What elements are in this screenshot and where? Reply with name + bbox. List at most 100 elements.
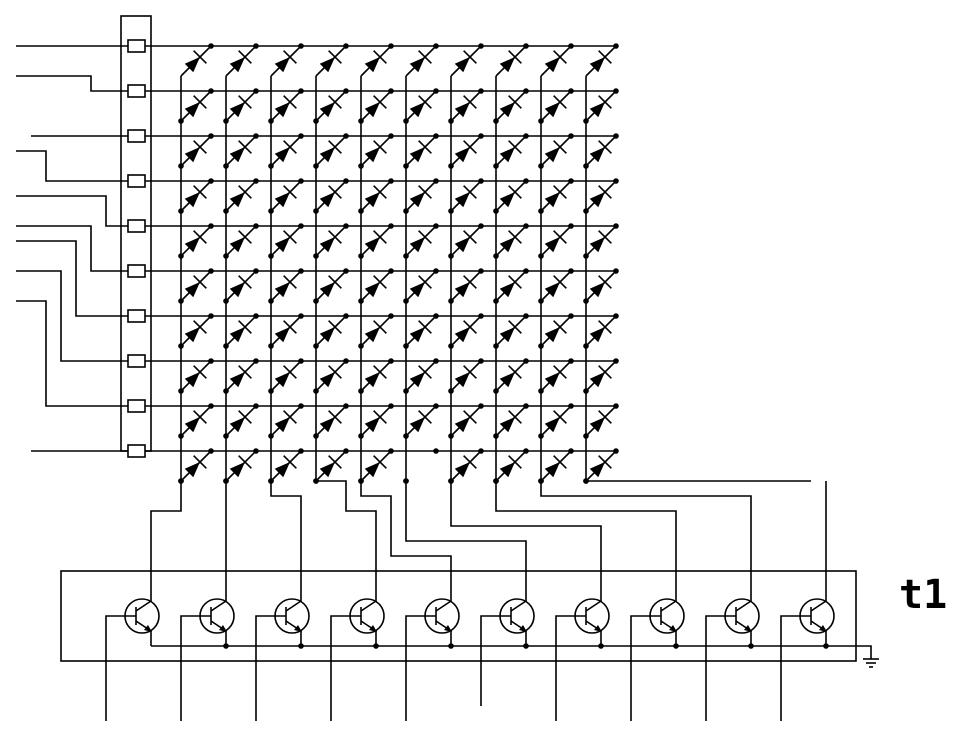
diode-bar	[373, 230, 387, 244]
emitter-arrow-icon	[744, 625, 752, 632]
connector-block	[120, 15, 152, 452]
npn-transistor	[555, 598, 610, 721]
diode-triangle	[499, 147, 515, 163]
led-diode	[315, 178, 349, 212]
diode-bar	[463, 50, 477, 64]
led-diode	[225, 43, 259, 77]
led-diode	[270, 223, 304, 257]
diode-triangle	[364, 57, 380, 73]
diode-triangle	[364, 237, 380, 253]
junction-dot	[568, 43, 574, 49]
diode-bar	[238, 410, 252, 424]
emitter-arrow-icon	[294, 625, 302, 632]
junction-dot	[478, 358, 484, 364]
diode-triangle	[364, 147, 380, 163]
resistor	[127, 399, 146, 413]
junction-dot	[523, 88, 529, 94]
junction-dot	[613, 313, 619, 319]
diode-bar	[553, 230, 567, 244]
diode-triangle	[544, 282, 560, 298]
diode-triangle	[544, 462, 560, 478]
diode-bar	[418, 140, 432, 154]
diode-triangle	[184, 192, 200, 208]
led-diode	[495, 43, 529, 77]
diode-bar	[373, 140, 387, 154]
led-diode	[315, 88, 349, 122]
npn-transistor	[480, 598, 535, 706]
led-diode	[225, 178, 259, 212]
diode-triangle	[409, 57, 425, 73]
input-wire	[16, 225, 128, 272]
led-diode	[360, 223, 394, 257]
junction-dot	[433, 223, 439, 229]
column-route	[360, 481, 452, 600]
led-diode	[585, 403, 619, 437]
led-diode	[270, 178, 304, 212]
junction-dot	[433, 268, 439, 274]
junction-dot	[433, 88, 439, 94]
diode-triangle	[274, 462, 290, 478]
junction-dot	[253, 403, 259, 409]
diode-triangle	[319, 237, 335, 253]
junction-dot	[253, 313, 259, 319]
diode-bar	[463, 410, 477, 424]
led-diode	[540, 178, 574, 212]
resistor	[127, 264, 146, 278]
diode-triangle	[544, 147, 560, 163]
npn-transistor	[180, 598, 235, 721]
junction-dot	[433, 448, 439, 454]
junction-dot	[343, 358, 349, 364]
junction-dot	[673, 643, 679, 649]
junction-dot	[613, 133, 619, 139]
junction-dot	[478, 43, 484, 49]
diode-triangle	[184, 147, 200, 163]
junction-dot	[298, 43, 304, 49]
diode-triangle	[319, 147, 335, 163]
diode-triangle	[364, 102, 380, 118]
junction-dot	[568, 178, 574, 184]
led-diode	[585, 358, 619, 392]
junction-dot	[343, 448, 349, 454]
diode-bar	[373, 455, 387, 469]
led-diode	[405, 313, 439, 347]
collector-lead	[435, 600, 452, 612]
resistor	[127, 309, 146, 323]
diode-bar	[328, 230, 342, 244]
diode-bar	[193, 365, 207, 379]
junction-dot	[208, 358, 214, 364]
diode-triangle	[409, 372, 425, 388]
emitter-arrow-icon	[144, 625, 152, 632]
junction-dot	[568, 133, 574, 139]
junction-dot	[343, 178, 349, 184]
diode-triangle	[319, 462, 335, 478]
diode-bar	[418, 320, 432, 334]
led-diode	[360, 313, 394, 347]
junction-dot	[478, 178, 484, 184]
diode-bar	[238, 365, 252, 379]
diode-bar	[508, 410, 522, 424]
led-diode	[360, 358, 394, 392]
led-diode	[405, 133, 439, 167]
diode-triangle	[409, 417, 425, 433]
junction-dot	[343, 133, 349, 139]
diode-triangle	[454, 417, 470, 433]
diode-bar	[463, 365, 477, 379]
diode-triangle	[229, 327, 245, 343]
diode-triangle	[319, 417, 335, 433]
junction-dot	[523, 133, 529, 139]
led-diode	[405, 223, 439, 257]
collector-lead	[210, 600, 227, 612]
led-diode	[180, 43, 214, 77]
collector-lead	[810, 600, 827, 612]
diode-triangle	[184, 372, 200, 388]
led-diode	[585, 178, 619, 212]
diode-triangle	[589, 237, 605, 253]
emitter-arrow-icon	[819, 625, 827, 632]
led-diode	[315, 268, 349, 302]
junction-dot	[613, 43, 619, 49]
led-diode	[540, 133, 574, 167]
diode-bar	[373, 320, 387, 334]
led-diode	[540, 313, 574, 347]
diode-bar	[193, 140, 207, 154]
diode-bar	[283, 365, 297, 379]
